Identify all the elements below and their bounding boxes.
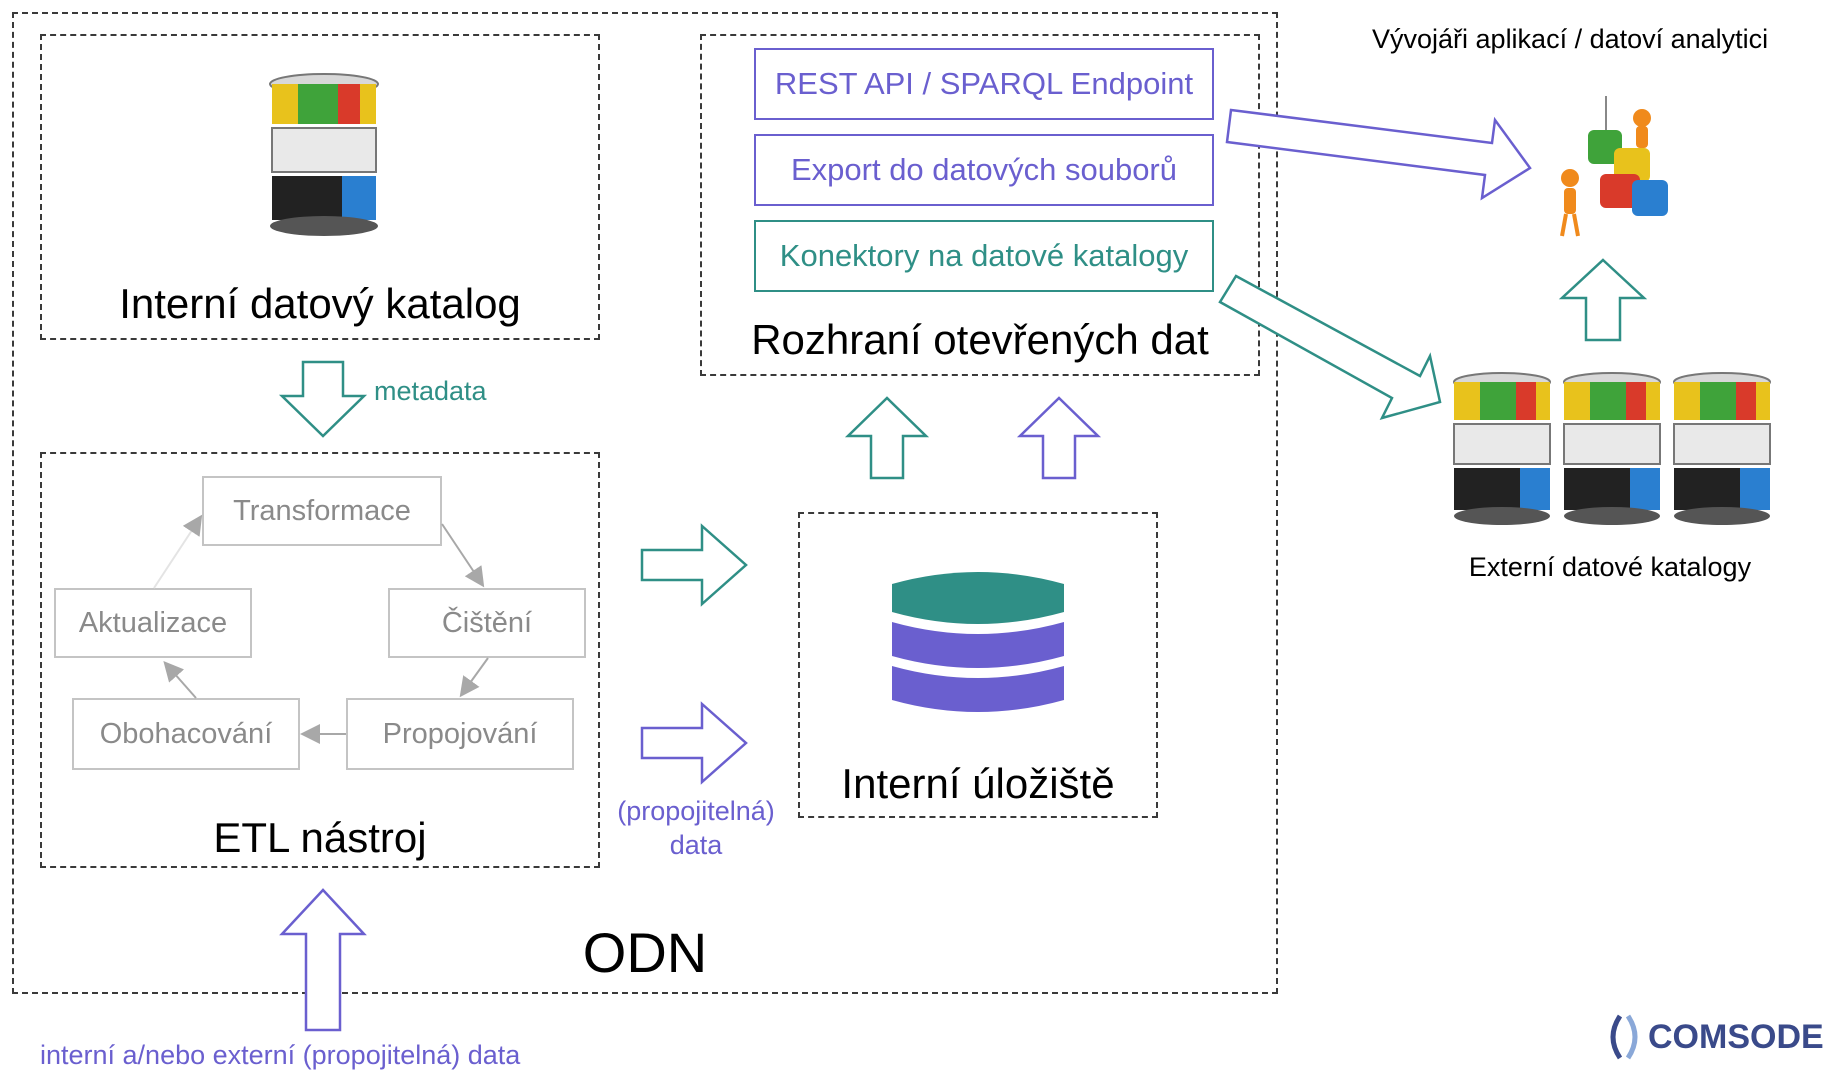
metadata-label: metadata xyxy=(374,376,487,406)
odn-container xyxy=(12,12,1278,994)
input-data-label: interní a/nebo externí (propojitelná) da… xyxy=(40,1040,521,1070)
etl-step-obohacovani: Obohacování xyxy=(72,698,300,770)
storage-to-interface-arrow-teal xyxy=(844,396,930,480)
internal-catalog-icon xyxy=(269,73,379,236)
database-icon xyxy=(892,572,1064,712)
storage-to-interface-arrow-purple xyxy=(1016,396,1102,480)
puzzle-people-icon xyxy=(1560,96,1668,237)
open-data-interface-box xyxy=(700,34,1260,376)
odn-label: ODN xyxy=(582,921,708,984)
etl-step-propojovani: Propojování xyxy=(346,698,574,770)
linkable-data-label-line1: (propojitelná) xyxy=(617,796,775,826)
consumers-label: Vývojáři aplikací / datoví analytici xyxy=(1372,24,1769,54)
etl-to-storage-arrow-teal xyxy=(640,523,748,607)
comsode-logo-icon xyxy=(1610,1014,1638,1060)
storage-label: Interní úložiště xyxy=(841,760,1115,807)
external-catalog-icon-2 xyxy=(1563,372,1661,525)
interface-connectors: Konektory na datové katalogy xyxy=(754,220,1214,292)
open-data-interface-label: Rozhraní otevřených dat xyxy=(751,316,1209,363)
comsode-logo: COMSODE xyxy=(1648,1018,1824,1056)
etl-to-storage-arrow-purple xyxy=(640,701,748,785)
internal-catalog-box xyxy=(40,34,600,340)
interface-rest-api: REST API / SPARQL Endpoint xyxy=(754,48,1214,120)
external-catalog-icon-3 xyxy=(1673,372,1771,525)
storage-box xyxy=(798,512,1158,818)
etl-step-transformace: Transformace xyxy=(202,476,442,546)
etl-label: ETL nástroj xyxy=(213,814,427,861)
interface-export: Export do datových souborů xyxy=(754,134,1214,206)
metadata-arrow xyxy=(278,360,368,438)
etl-step-cisteni: Čištění xyxy=(388,588,586,658)
input-data-arrow xyxy=(279,888,367,1032)
etl-step-aktualizace: Aktualizace xyxy=(54,588,252,658)
external-catalogs-label: Externí datové katalogy xyxy=(1468,552,1752,582)
external-to-consumers-arrow xyxy=(1558,258,1648,342)
internal-catalog-label: Interní datový katalog xyxy=(119,280,521,327)
linkable-data-label-line2: data xyxy=(669,830,723,860)
external-catalog-icon-1 xyxy=(1453,372,1551,525)
etl-box xyxy=(40,452,600,868)
